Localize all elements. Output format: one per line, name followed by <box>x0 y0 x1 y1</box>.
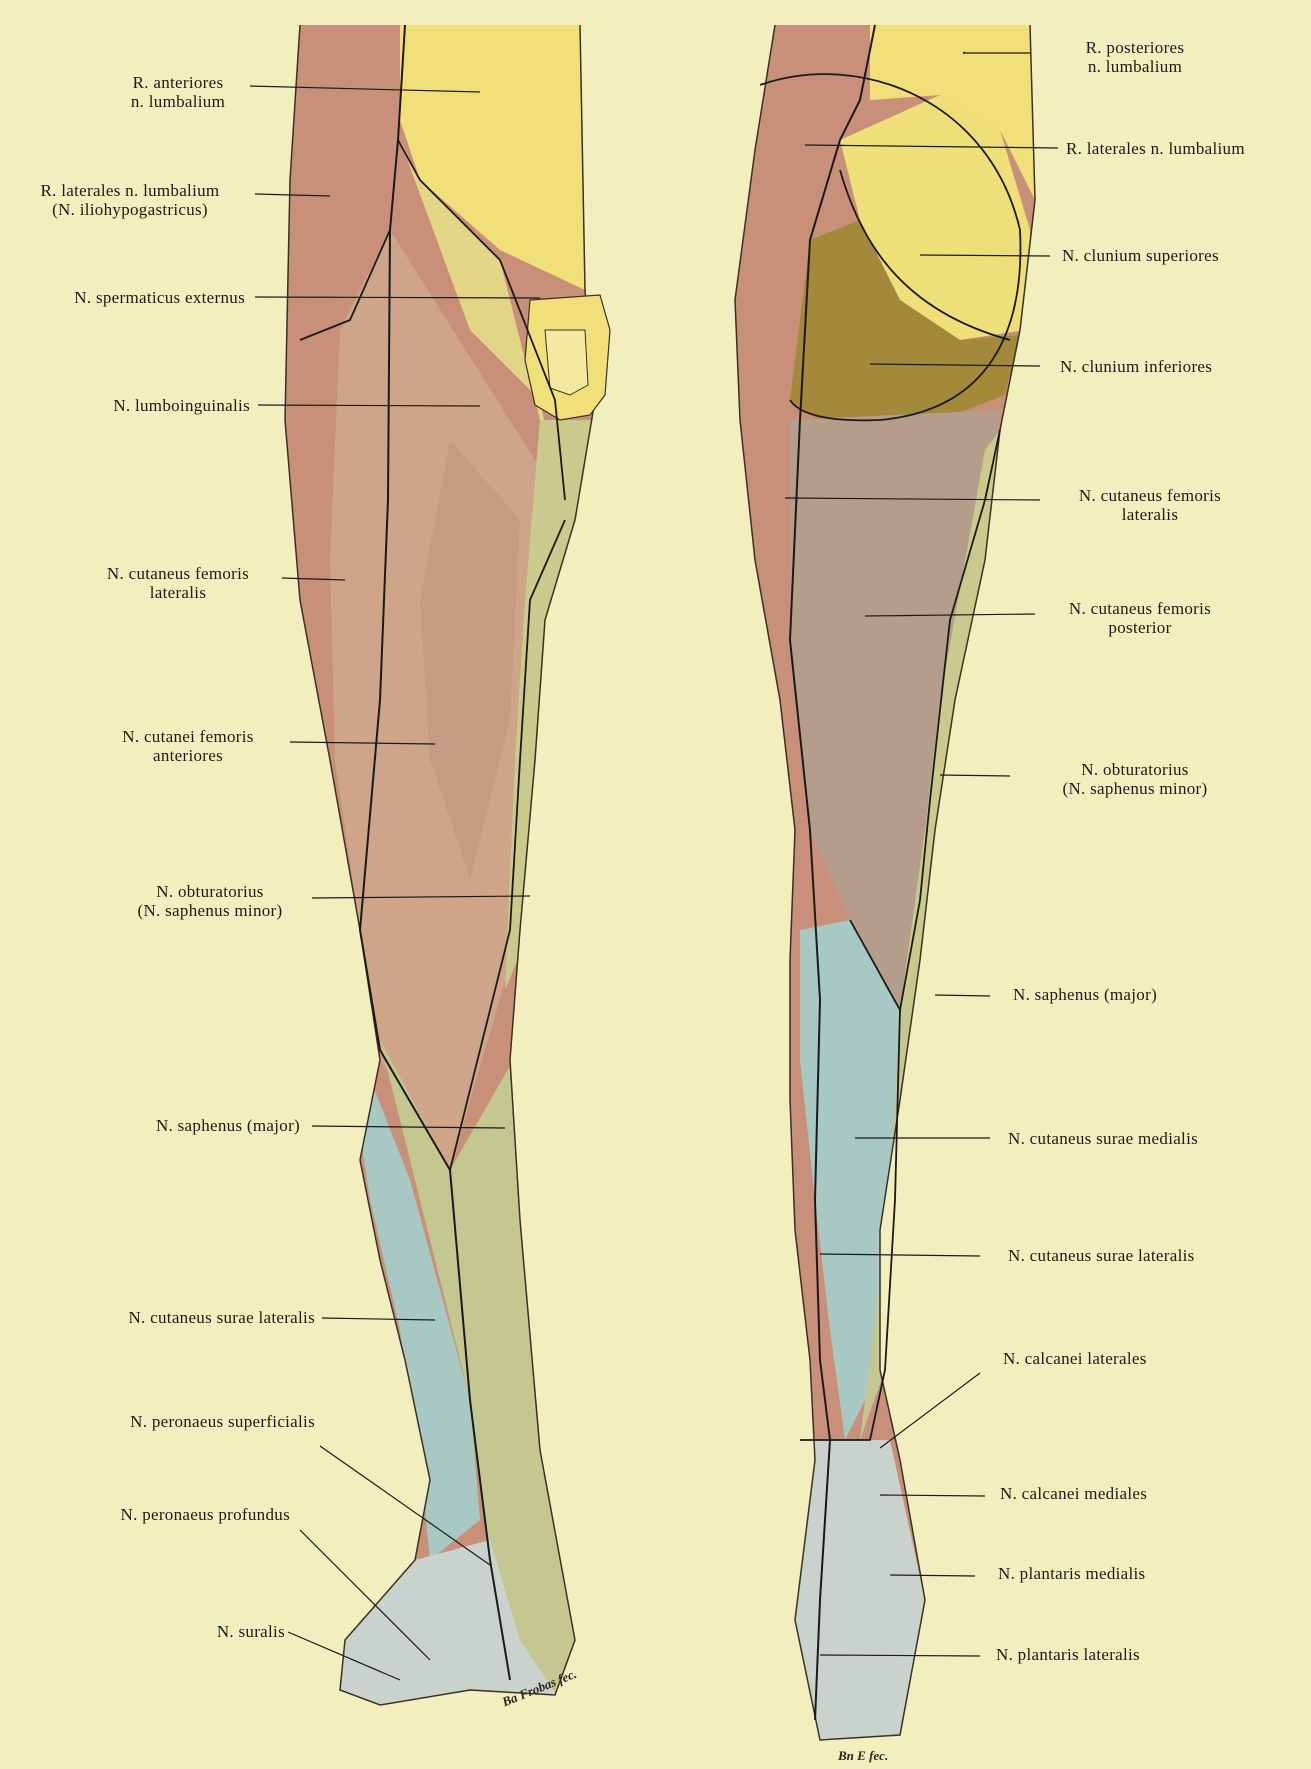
label-r-anteriores-n-lumbalium: R. anteriores n. lumbalium <box>108 73 248 111</box>
left-figure-anterior <box>280 20 610 1720</box>
label-n-cutaneus-surae-medialis: N. cutaneus surae medialis <box>1008 1129 1198 1148</box>
label-n-cutaneus-surae-lateralis-right: N. cutaneus surae lateralis <box>1008 1246 1195 1265</box>
label-n-cutaneus-femoris-lateralis-left: N. cutaneus femoris lateralis <box>78 564 278 602</box>
label-r-posteriores-n-lumbalium: R. posteriores n. lumbalium <box>1040 38 1230 76</box>
label-n-obturatorius-left: N. obturatorius (N. saphenus minor) <box>110 882 310 920</box>
label-n-cutanei-femoris-anteriores: N. cutanei femoris anteriores <box>88 727 288 765</box>
label-n-cutaneus-femoris-posterior: N. cutaneus femoris posterior <box>1035 599 1245 637</box>
label-n-calcanei-laterales: N. calcanei laterales <box>1003 1349 1147 1368</box>
label-n-clunium-superiores: N. clunium superiores <box>1062 246 1219 265</box>
signature-right: Bn E fec. <box>838 1748 888 1764</box>
label-n-peronaeus-superficialis: N. peronaeus superficialis <box>30 1412 315 1431</box>
label-n-peronaeus-profundus: N. peronaeus profundus <box>40 1505 290 1524</box>
label-n-plantaris-lateralis: N. plantaris lateralis <box>996 1645 1140 1664</box>
label-r-laterales-n-lumbalium: R. laterales n. lumbalium (N. iliohypoga… <box>8 181 252 219</box>
label-n-obturatorius-right: N. obturatorius (N. saphenus minor) <box>1030 760 1240 798</box>
label-n-calcanei-mediales: N. calcanei mediales <box>1000 1484 1147 1503</box>
label-n-cutaneus-femoris-lateralis-right: N. cutaneus femoris lateralis <box>1045 486 1255 524</box>
label-n-saphenus-major-left: N. saphenus (major) <box>80 1116 300 1135</box>
label-n-suralis: N. suralis <box>150 1622 285 1641</box>
label-r-laterales-n-lumbalium-posterior: R. laterales n. lumbalium <box>1066 139 1245 158</box>
label-n-spermaticus-externus: N. spermaticus externus <box>10 288 245 307</box>
label-n-lumboinguinalis: N. lumboinguinalis <box>40 396 250 415</box>
label-n-clunium-inferiores: N. clunium inferiores <box>1060 357 1212 376</box>
label-n-saphenus-major-right: N. saphenus (major) <box>1013 985 1157 1004</box>
glans-outline <box>545 330 588 395</box>
label-n-plantaris-medialis: N. plantaris medialis <box>998 1564 1145 1583</box>
label-n-cutaneus-surae-lateralis-left: N. cutaneus surae lateralis <box>20 1308 315 1327</box>
